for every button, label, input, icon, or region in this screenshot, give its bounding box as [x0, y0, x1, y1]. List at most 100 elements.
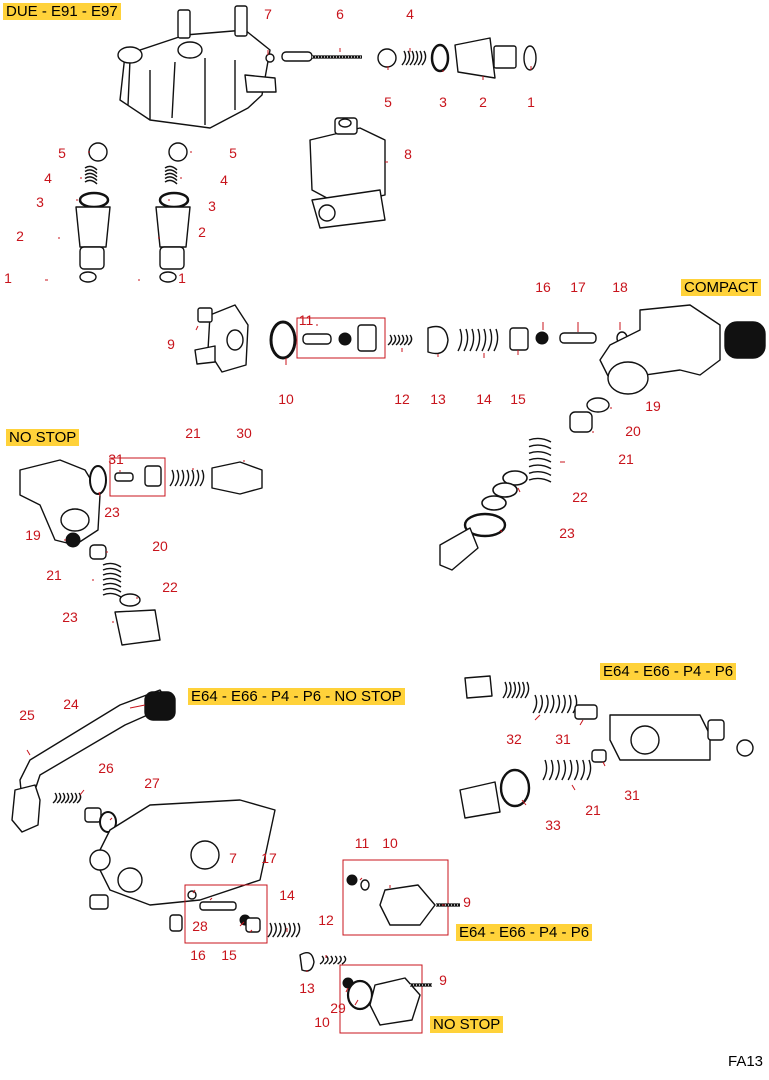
- callout-number: 29: [330, 1000, 346, 1016]
- gasket-10-no-stop: [346, 979, 374, 1011]
- pin-31-e64: [574, 704, 598, 720]
- callout-number: 7: [264, 6, 272, 22]
- spring-32: [532, 694, 578, 714]
- callout-number: 5: [229, 145, 237, 161]
- nut-15: [509, 327, 529, 351]
- group-label-due: DUE - E91 - E97: [3, 3, 121, 20]
- callout-number: 18: [612, 279, 628, 295]
- ball-11-e64: [346, 874, 358, 886]
- seat-11: [357, 324, 377, 352]
- callout-number: 3: [36, 194, 44, 210]
- spring-21-e64: [542, 759, 592, 781]
- callout-number: 9: [167, 336, 175, 352]
- callout-number: 4: [220, 172, 228, 188]
- group-box-no-stop-flange: [339, 964, 423, 1034]
- lever-foot-25: [11, 784, 41, 833]
- callout-number: 22: [572, 489, 588, 505]
- callout-number: 12: [318, 912, 334, 928]
- callout-number: 11: [355, 835, 370, 851]
- oring-7-due: [265, 53, 275, 63]
- compact-cap: [724, 321, 766, 359]
- callout-number: 5: [58, 145, 66, 161]
- callout-number: 10: [278, 391, 294, 407]
- callout-number: 1: [178, 270, 186, 286]
- pin-17: [559, 332, 597, 344]
- gasket-3-due: [430, 43, 450, 73]
- spring-21-compact: [528, 437, 552, 483]
- washer-22c: [481, 495, 507, 511]
- callout-leader: [26, 749, 31, 756]
- due-top-fitting-left: [177, 9, 191, 39]
- group-label-e64-e66-p4-p6: E64 - E66 - P4 - P6: [600, 663, 737, 680]
- callout-number: 23: [559, 525, 575, 541]
- solenoid-port-8: [318, 204, 336, 222]
- stem-left-fitting: [79, 246, 105, 270]
- callout-leader: [129, 704, 146, 709]
- callout-number: 21: [618, 451, 634, 467]
- callout-leader: [521, 799, 527, 806]
- callout-number: 14: [279, 887, 295, 903]
- callout-number: 25: [19, 707, 35, 723]
- stem-right-clip-1: [159, 271, 177, 283]
- callout-leader: [534, 714, 541, 721]
- callout-number: 5: [384, 94, 392, 110]
- seal-19-no-stop: [65, 532, 81, 548]
- callout-number: 8: [404, 146, 412, 162]
- callout-number: 30: [236, 425, 252, 441]
- callout-leader: [354, 999, 359, 1006]
- due-head-port-center: [177, 41, 203, 59]
- group-label-e64-no-stop: E64 - E66 - P4 - P6 - NO STOP: [188, 688, 405, 705]
- callout-number: 19: [645, 398, 661, 414]
- callout-number: 17: [261, 850, 277, 866]
- callout-number: 1: [4, 270, 12, 286]
- spring-4-due: [401, 50, 427, 66]
- disc-5-due: [377, 48, 397, 68]
- spring-12: [387, 334, 413, 346]
- callout-number: 15: [221, 947, 237, 963]
- due-side-nozzle: [244, 74, 277, 93]
- page-code: FA13: [728, 1053, 764, 1070]
- callout-number: 31: [555, 731, 571, 747]
- callout-number: 22: [162, 579, 178, 595]
- callout-number: 1: [527, 94, 535, 110]
- flange-10-e64: [379, 884, 436, 926]
- nut-2-due: [454, 37, 496, 79]
- callout-number: 32: [506, 731, 522, 747]
- screw-9-compact: [197, 307, 213, 323]
- nut-27: [84, 807, 102, 823]
- callout-number: 24: [63, 696, 79, 712]
- flange-bore: [226, 329, 244, 351]
- compact-fitting-23: [439, 527, 479, 571]
- callout-number: 19: [25, 527, 41, 543]
- callout-leader: [192, 889, 196, 894]
- nut-15-bottom: [245, 917, 261, 933]
- group-body-port-bottom: [117, 867, 143, 893]
- stem-right-gasket-3: [158, 191, 190, 209]
- callout-leader: [79, 789, 85, 796]
- callout-number: 3: [208, 198, 216, 214]
- callout-number: 4: [44, 170, 52, 186]
- e64-end-nut: [736, 739, 754, 757]
- knob-24: [144, 691, 176, 721]
- callout-leader: [602, 761, 606, 767]
- spring-26: [52, 792, 82, 804]
- group-label-compact: COMPACT: [681, 279, 761, 296]
- callout-leader: [195, 325, 199, 331]
- callout-number: 9: [463, 894, 471, 910]
- washer-22b: [492, 482, 518, 498]
- pin-17-bottom: [199, 901, 237, 911]
- washer-22a: [502, 470, 528, 486]
- group-label-e64-e66-p4-p6-b: E64 - E66 - P4 - P6: [456, 924, 593, 941]
- solenoid-nut-8: [338, 118, 352, 128]
- cup-20-no-stop: [89, 544, 107, 560]
- group-label-no-stop-b: NO STOP: [430, 1016, 504, 1033]
- callout-leader: [359, 877, 363, 881]
- e64-body: [609, 714, 711, 761]
- seal-19-compact: [586, 397, 610, 413]
- group-box-28: [184, 884, 268, 944]
- no-stop-ring-23: [89, 465, 107, 495]
- callout-leader: [499, 529, 503, 533]
- fitting-2-due: [493, 45, 517, 69]
- callout-number: 4: [406, 6, 414, 22]
